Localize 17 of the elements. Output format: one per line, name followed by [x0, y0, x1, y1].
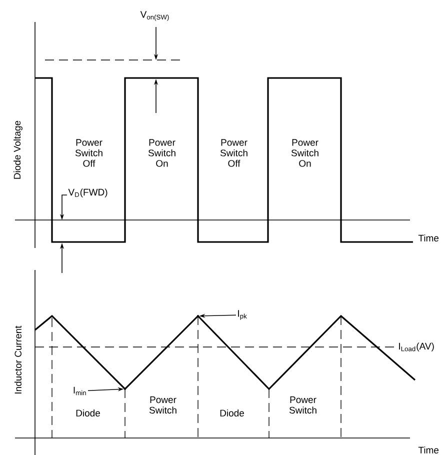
axis-value-label: V$_{on(SW)}$ [140, 11, 169, 21]
region-label: Power Switch On [291, 139, 318, 167]
region-label: Diode [220, 410, 244, 416]
region-label: Power Switch [149, 396, 176, 414]
region-label: Power Switch [289, 396, 316, 414]
region-label: Power Switch On [148, 139, 176, 167]
region-label: Power Switch Off [75, 139, 102, 167]
region-label: Power Switch Off [220, 139, 248, 167]
value-label: I$_{pk}$ [238, 310, 247, 320]
value-label: I$_{min}$ [74, 386, 86, 396]
value-label: V$_{D}$(FWD) [68, 188, 108, 198]
axis-title: Diode Voltage [14, 120, 22, 179]
value-label: I$_{Load}$(AV) [399, 342, 434, 352]
region-label: Diode [76, 410, 100, 416]
axis-title: Inductor Current [14, 326, 22, 394]
axis-title: Time [418, 234, 439, 242]
axis-title: Time [418, 446, 439, 454]
